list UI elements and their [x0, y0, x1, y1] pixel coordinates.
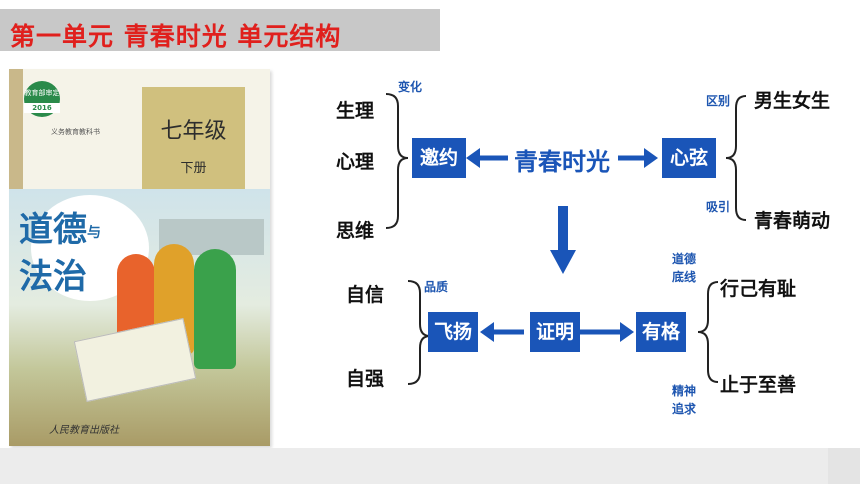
- item-zixin: 自信: [346, 284, 385, 306]
- subject-title-small: 与: [87, 225, 101, 241]
- label-qubie: 区别: [706, 94, 731, 108]
- item-siwei: 思维: [336, 220, 375, 242]
- box-feiyang: 飞扬: [428, 312, 478, 352]
- item-nansheng-nvsheng: 男生女生: [754, 90, 831, 112]
- label-jingshen-zhuiqiu: 精神追求: [672, 384, 697, 416]
- footer-band: [0, 448, 860, 484]
- item-qingchun-mengdong: 青春萌动: [754, 210, 831, 232]
- series-text: 义务教育教科书: [51, 128, 100, 136]
- approval-logo: 教育部审定 2016: [24, 81, 60, 117]
- subject-title-line1: 道德与: [19, 210, 101, 250]
- grade-panel: 七年级 下册: [142, 87, 245, 197]
- item-xingji-youchi: 行己有耻: [720, 278, 797, 300]
- label-pinzhi: 品质: [424, 280, 449, 294]
- label-change: 变化: [398, 80, 423, 94]
- footer-corner: [828, 448, 860, 484]
- label-xiyin: 吸引: [706, 200, 731, 214]
- unit-structure-diagram: 生理 心理 思维 变化 邀约 青春时光 心弦 区别 吸引 男生女生 青春萌动 自…: [326, 66, 831, 444]
- volume-text: 下册: [180, 161, 207, 176]
- logo-text: 教育部审定: [24, 89, 60, 97]
- child-figure: [194, 249, 236, 369]
- logo-year: 2016: [24, 103, 60, 113]
- box-xinxian: 心弦: [662, 138, 716, 178]
- box-zhengming: 证明: [530, 312, 580, 352]
- item-ziqiang: 自强: [346, 368, 385, 390]
- title-bar: 第一单元 青春时光 单元结构: [0, 9, 440, 51]
- item-xinli: 心理: [336, 151, 375, 173]
- textbook-cover: 教育部审定 2016 义务教育教科书 七年级 下册 道德与 法治 人民教育出版社: [9, 69, 270, 446]
- grade-text: 七年级: [160, 119, 227, 144]
- diagram-connectors: [385, 93, 747, 385]
- label-daode-dixian: 道德底线: [672, 252, 697, 284]
- subject-title-line2: 法治: [19, 257, 87, 297]
- center-qingchun: 青春时光: [514, 148, 610, 176]
- publisher-text: 人民教育出版社: [49, 425, 119, 436]
- box-yaoyue: 邀约: [412, 138, 466, 178]
- item-shengli: 生理: [336, 100, 375, 122]
- slide-title: 第一单元 青春时光 单元结构: [10, 22, 342, 51]
- box-youge: 有格: [636, 312, 686, 352]
- item-zhiyu-zhishan: 止于至善: [720, 374, 797, 396]
